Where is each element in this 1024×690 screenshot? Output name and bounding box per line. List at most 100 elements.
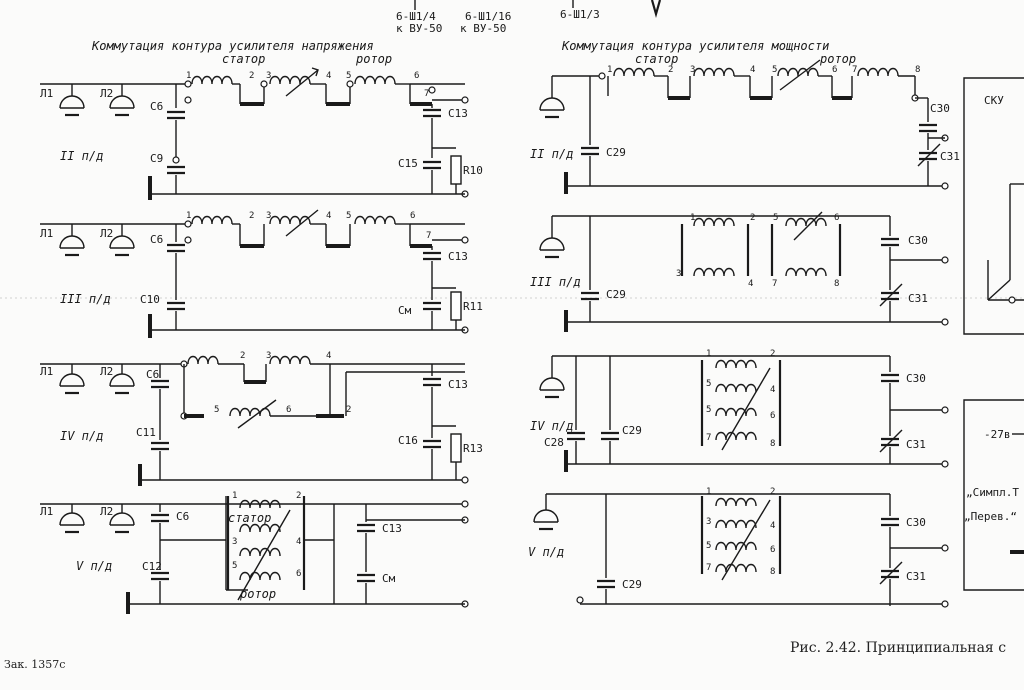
svg-text:8: 8 (770, 439, 775, 449)
svg-text:C12: C12 (142, 560, 162, 573)
svg-text:2: 2 (750, 213, 755, 223)
order-number: Зак. 1357с (4, 658, 65, 671)
voltage-amp-title: Коммутация контура усилителя напряжения (91, 39, 374, 53)
power-amp-band-4: C28 C29 1 2 5 4 5 6 7 8 C30 C31 IV п/д (530, 349, 949, 472)
svg-text:6: 6 (834, 213, 839, 223)
svg-text:5: 5 (706, 379, 711, 389)
svg-text:6: 6 (414, 71, 419, 81)
svg-text:4: 4 (770, 385, 775, 395)
sku-voltage: -27в (984, 428, 1011, 441)
svg-text:5: 5 (232, 561, 237, 571)
svg-text:C29: C29 (606, 288, 626, 301)
voltage-amp-band-4: Л1 Л2 C6 C11 2 3 4 5 6 2 (40, 351, 483, 486)
svg-text:2: 2 (346, 405, 351, 415)
svg-text:C31: C31 (906, 438, 926, 451)
svg-text:7: 7 (852, 65, 857, 75)
svg-text:3: 3 (266, 211, 271, 221)
svg-text:4: 4 (748, 279, 753, 289)
svg-text:C15: C15 (398, 157, 418, 170)
svg-text:C31: C31 (908, 292, 928, 305)
svg-text:C16: C16 (398, 434, 418, 447)
svg-text:1: 1 (186, 211, 191, 221)
svg-text:C13: C13 (448, 107, 468, 120)
header-connectors: 6-Ш1/4 к ВУ-50 6-Ш1/16 к ВУ-50 6-Ш1/3 (396, 0, 662, 35)
power-amp-title: Коммутация контура усилителя мощности (561, 39, 829, 53)
svg-text:2: 2 (770, 349, 775, 359)
svg-text:8: 8 (770, 567, 775, 577)
svg-text:II п/д: II п/д (60, 149, 103, 163)
svg-text:IV п/д: IV п/д (530, 419, 573, 433)
svg-text:C29: C29 (622, 424, 642, 437)
svg-text:6: 6 (296, 569, 301, 579)
power-amp-rotor: ротор (819, 52, 856, 66)
svg-text:III п/д: III п/д (530, 275, 581, 289)
svg-text:ротор: ротор (239, 587, 276, 601)
svg-text:Л2: Л2 (100, 87, 113, 100)
svg-text:1: 1 (706, 349, 711, 359)
sku-panel: СКУ -27в „Симпл.Т „Перев.“ (963, 77, 1024, 591)
svg-text:4: 4 (326, 351, 331, 361)
svg-text:C13: C13 (382, 522, 402, 535)
svg-text:5: 5 (773, 213, 778, 223)
svg-text:C6: C6 (150, 233, 163, 246)
svg-text:C30: C30 (930, 102, 950, 115)
svg-text:3: 3 (266, 351, 271, 361)
svg-text:2: 2 (249, 211, 254, 221)
svg-text:8: 8 (915, 65, 920, 75)
svg-text:Л1: Л1 (40, 505, 53, 518)
svg-text:C10: C10 (140, 293, 160, 306)
svg-text:4: 4 (326, 71, 331, 81)
svg-text:4: 4 (770, 521, 775, 531)
svg-text:C6: C6 (176, 510, 189, 523)
svg-text:4: 4 (296, 537, 301, 547)
figure-caption: Рис. 2.42. Принципиальная с (790, 640, 1006, 656)
svg-text:R11: R11 (463, 300, 483, 313)
svg-text:C9: C9 (150, 152, 163, 165)
voltage-amp-stator: статор (222, 52, 265, 66)
svg-text:5: 5 (346, 71, 351, 81)
svg-text:C29: C29 (622, 578, 642, 591)
voltage-amp-band-2: Л1 Л2 C6 C9 1 2 3 4 5 6 (40, 67, 483, 200)
power-amp-band-2: C29 1 2 3 4 5 6 7 8 C30 (530, 59, 960, 194)
voltage-amp-band-5: Л1 Л2 C6 C12 1 2 3 4 5 6 статор ротор (40, 491, 469, 614)
power-amp-stator: статор (635, 52, 678, 66)
svg-text:5: 5 (706, 405, 711, 415)
svg-text:C13: C13 (448, 378, 468, 391)
svg-text:2: 2 (249, 71, 254, 81)
svg-text:7: 7 (706, 563, 711, 573)
svg-text:C31: C31 (906, 570, 926, 583)
svg-text:7: 7 (426, 231, 431, 241)
svg-text:Cм: Cм (382, 572, 396, 585)
svg-text:1: 1 (706, 487, 711, 497)
svg-text:6: 6 (832, 65, 837, 75)
svg-text:V п/д: V п/д (528, 545, 564, 559)
power-amp-band-3: C29 1 2 5 6 3 4 7 8 C30 C31 III п/д (530, 211, 949, 332)
svg-text:Л2: Л2 (100, 505, 113, 518)
voltage-amp-rotor: ротор (355, 52, 392, 66)
connector-1-target: к ВУ-50 (396, 22, 442, 35)
svg-text:7: 7 (772, 279, 777, 289)
connector-2-label: 6-Ш1/16 (465, 10, 511, 23)
svg-text:7: 7 (706, 433, 711, 443)
svg-text:IV п/д: IV п/д (60, 429, 103, 443)
svg-text:3: 3 (232, 537, 237, 547)
svg-text:II п/д: II п/д (530, 147, 573, 161)
svg-text:1: 1 (690, 213, 695, 223)
svg-text:6: 6 (286, 405, 291, 415)
svg-text:C30: C30 (906, 516, 926, 529)
svg-text:1: 1 (607, 65, 612, 75)
svg-text:4: 4 (326, 211, 331, 221)
svg-text:1: 1 (232, 491, 237, 501)
svg-text:C30: C30 (908, 234, 928, 247)
svg-text:5: 5 (706, 541, 711, 551)
svg-text:3: 3 (266, 71, 271, 81)
svg-text:Л1: Л1 (40, 365, 53, 378)
svg-text:Cм: Cм (398, 304, 412, 317)
svg-text:2: 2 (770, 487, 775, 497)
svg-text:Л1: Л1 (40, 227, 53, 240)
svg-text:C6: C6 (150, 100, 163, 113)
svg-text:2: 2 (296, 491, 301, 501)
svg-text:Л2: Л2 (100, 227, 113, 240)
svg-text:статор: статор (228, 511, 271, 525)
